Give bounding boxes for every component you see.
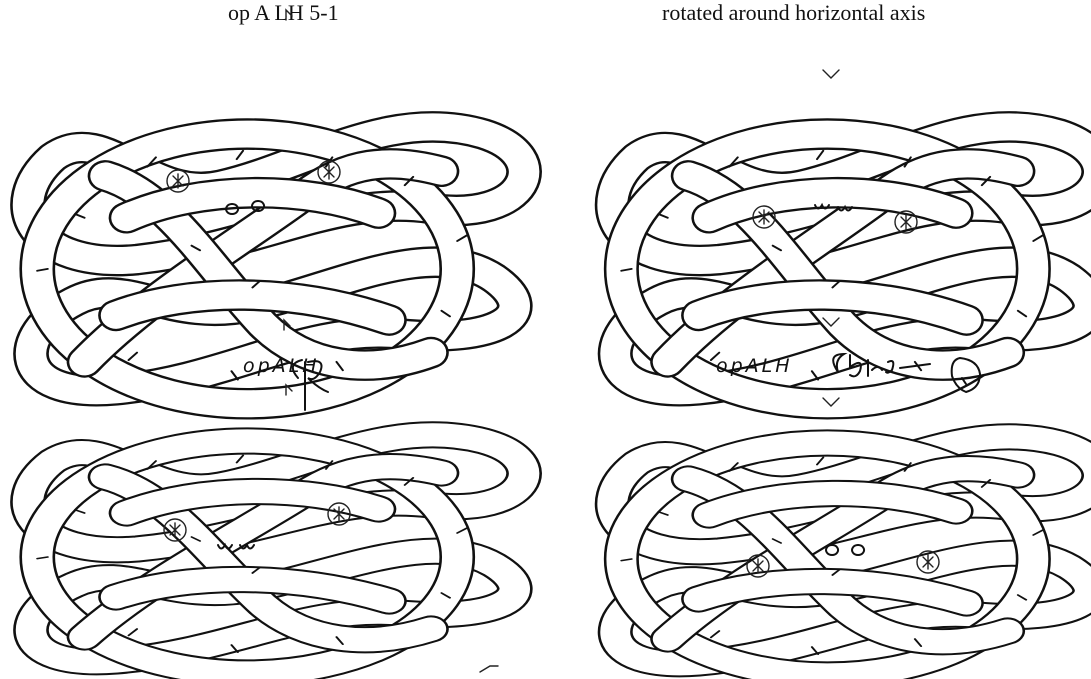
hand-symbol-left — [291, 359, 329, 411]
title-left: op A LH 5-1 — [228, 0, 339, 25]
handwritten-label-left: opALH — [243, 355, 320, 377]
tick-mark — [283, 8, 293, 331]
knot-top-right — [612, 127, 1091, 404]
handwritten-label-right: opALH — [716, 355, 793, 377]
center-mark-oo — [825, 544, 866, 556]
knot-bottom-right — [612, 437, 1091, 675]
center-mark-uu — [814, 202, 853, 212]
tick-mark — [285, 383, 499, 673]
center-mark-uu — [217, 542, 255, 550]
tick-mark — [822, 397, 840, 407]
knot-bottom-left — [28, 435, 524, 673]
tick-mark — [822, 69, 840, 327]
center-mark-oo — [225, 200, 266, 215]
hand-symbol-right — [832, 352, 982, 394]
title-right: rotated around horizontal axis — [662, 0, 926, 25]
